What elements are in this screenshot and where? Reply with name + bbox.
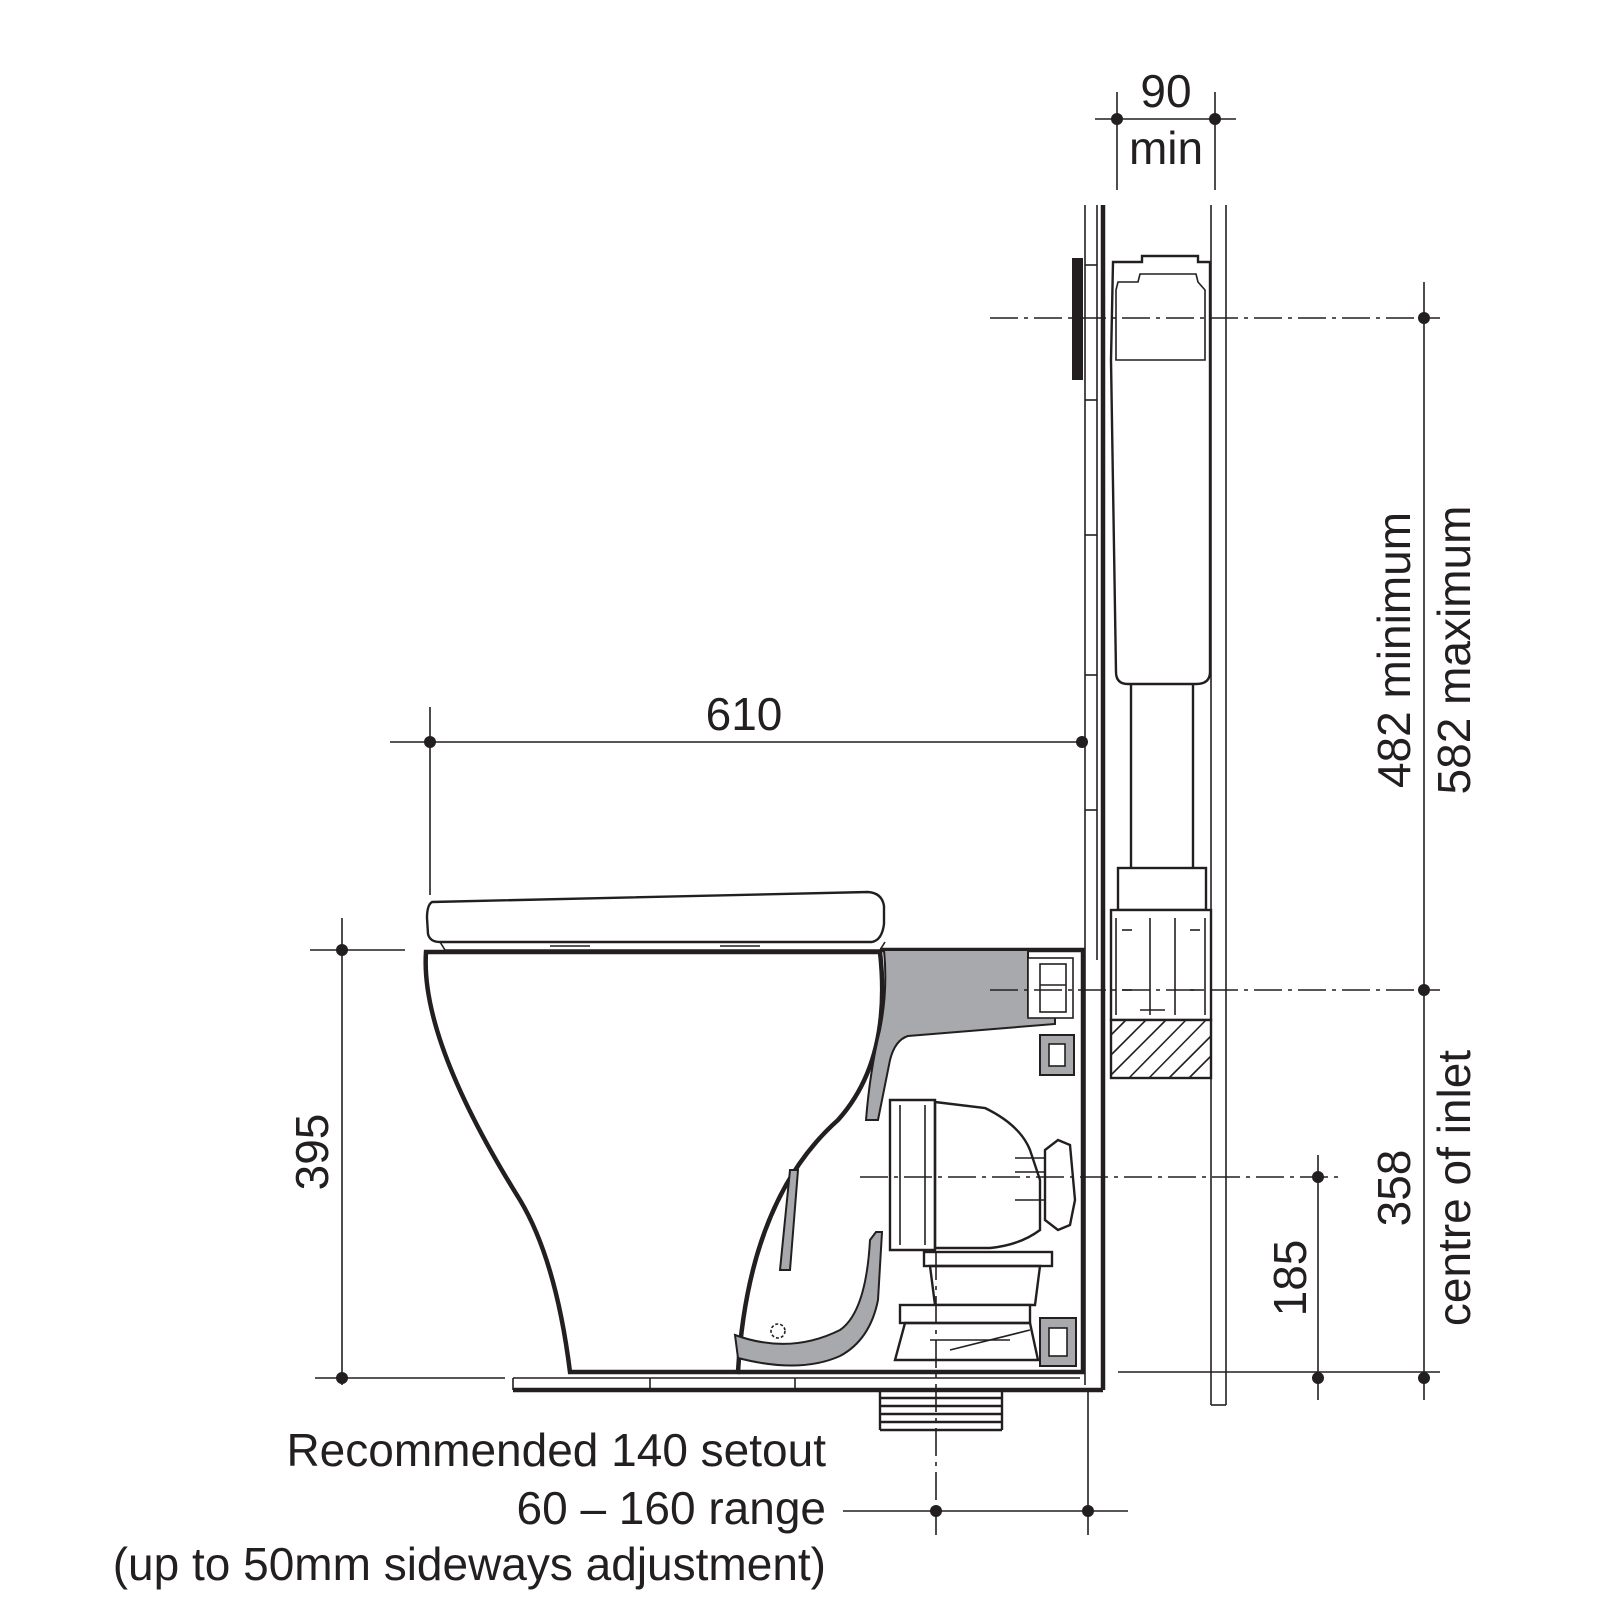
dimension-pan-depth: 610: [390, 688, 1088, 895]
pan-bowl: [423, 949, 885, 1375]
dimension-wall-depth: 90 min: [1095, 65, 1236, 190]
dimension-pan-height: 395: [286, 918, 505, 1385]
waste-height-value: 185: [1264, 1240, 1316, 1317]
inlet-height-max: 582 maximum: [1428, 506, 1480, 795]
timber-nogging: [1109, 1018, 1213, 1080]
inlet-centre-label: centre of inlet: [1428, 1050, 1480, 1326]
pan-height-value: 395: [286, 1114, 338, 1191]
dimension-inlet-heights: 482 minimum 582 maximum 358 centre of in…: [1368, 282, 1480, 1400]
wall-depth-value: 90: [1140, 65, 1191, 117]
toilet-pan: [423, 890, 1086, 1432]
inlet-height-min: 482 minimum: [1368, 512, 1420, 788]
setout-note-line2: 60 – 160 range: [517, 1482, 827, 1534]
wall-depth-unit: min: [1129, 122, 1203, 174]
cistern-tank: [1109, 254, 1212, 686]
inlet-centre-value: 358: [1368, 1150, 1420, 1227]
setout-note-line1: Recommended 140 setout: [286, 1424, 826, 1476]
floor-line: [512, 1371, 1440, 1393]
pan-depth-value: 610: [706, 688, 783, 740]
floor-waste-pipe: [878, 1392, 1004, 1432]
in-wall-cistern-frame: [1072, 205, 1227, 1406]
flush-plate: [1072, 258, 1083, 380]
toilet-seat: [425, 890, 886, 944]
dimension-setout: [843, 1392, 1128, 1535]
dimension-waste-height: 185: [1264, 1155, 1324, 1400]
setout-note-line3: (up to 50mm sideways adjustment): [113, 1538, 826, 1590]
